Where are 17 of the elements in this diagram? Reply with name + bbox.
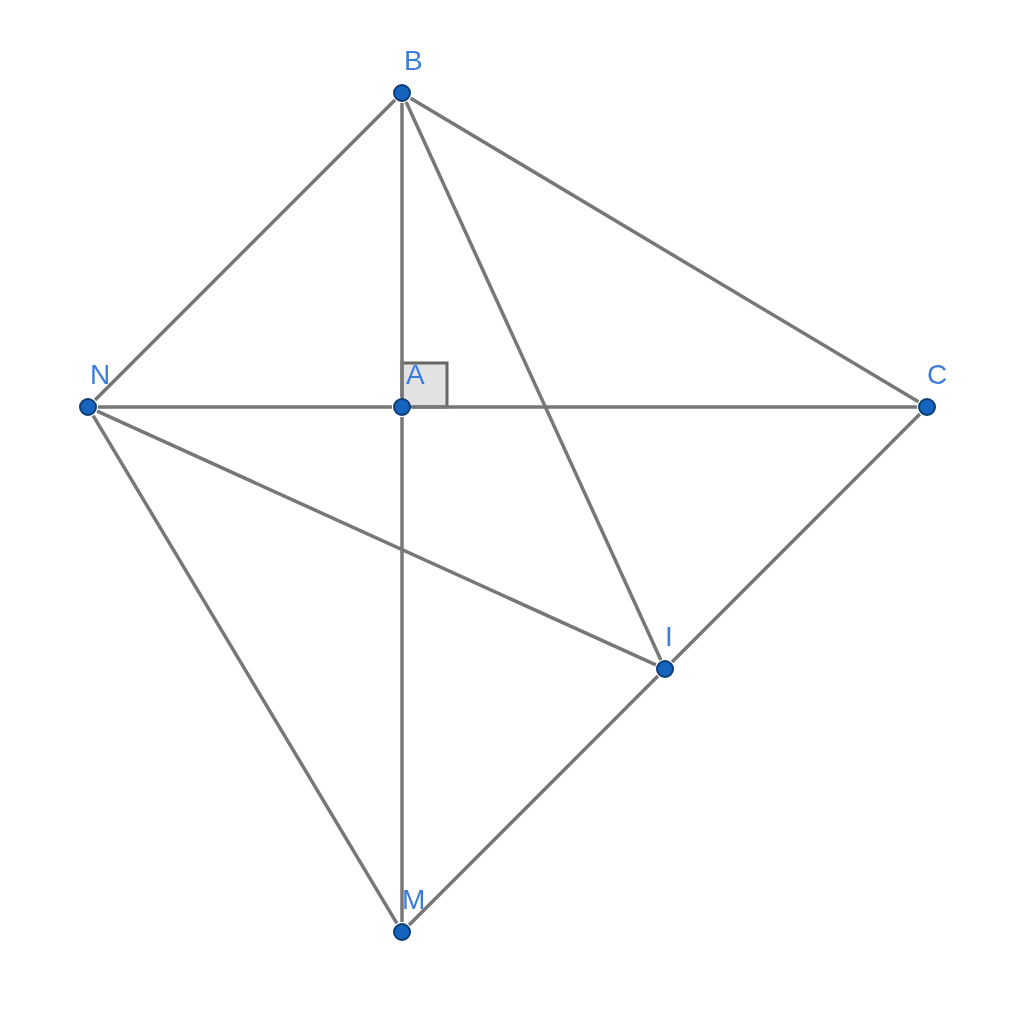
line-segment <box>93 98 397 402</box>
line-segment <box>400 103 404 397</box>
line-segment <box>409 96 920 404</box>
line-segment <box>407 674 660 927</box>
point-label: B <box>404 45 423 77</box>
line-segment <box>98 405 392 409</box>
line-segment <box>412 405 917 409</box>
point-label: M <box>402 884 426 916</box>
point-label: A <box>406 359 425 391</box>
line-segment <box>670 412 922 664</box>
line-segment <box>404 101 663 661</box>
point-label: C <box>927 359 948 391</box>
line-segment <box>400 417 404 922</box>
point-label: N <box>90 359 111 391</box>
point-label: I <box>665 621 673 653</box>
line-segment <box>91 414 399 925</box>
line-segment <box>96 409 657 667</box>
